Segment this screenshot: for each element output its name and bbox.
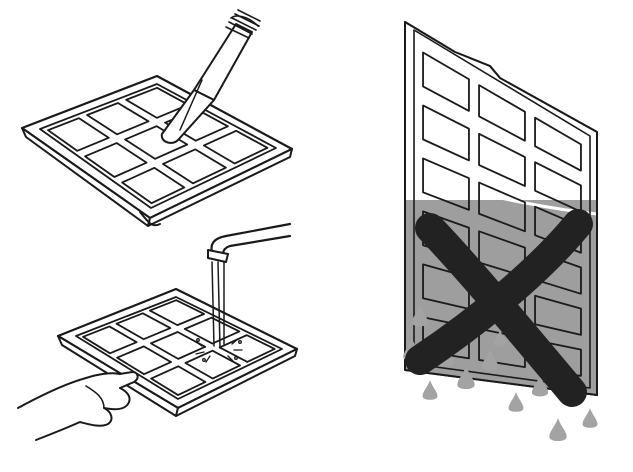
filter-cell xyxy=(124,125,189,160)
water-drop-icon xyxy=(549,418,567,442)
filter-cell xyxy=(148,299,205,327)
filter-cell xyxy=(116,345,172,376)
water-drop-icon xyxy=(457,366,475,390)
filter-frame-rinse xyxy=(56,287,299,417)
filter-cell xyxy=(422,157,470,211)
water-drop-icon xyxy=(508,392,524,412)
water-drop-icon xyxy=(411,305,429,327)
filter-grid-rinse xyxy=(82,299,276,396)
filter-cell xyxy=(115,312,172,341)
panel-vacuum-clean xyxy=(20,9,294,227)
vacuum-nozzle-icon xyxy=(160,9,261,144)
filter-cell xyxy=(86,102,150,136)
filter-cell xyxy=(84,142,148,178)
water-drop-icon xyxy=(422,380,438,400)
filter-cell xyxy=(184,349,241,380)
filter-cell xyxy=(422,104,470,162)
filter-cell xyxy=(478,132,526,187)
filter-cell xyxy=(534,294,582,336)
cross-mark-icon xyxy=(405,209,593,407)
water-drop-icon xyxy=(531,375,549,397)
hand-icon xyxy=(17,371,139,441)
filter-cell xyxy=(534,116,582,172)
water-tap-icon xyxy=(195,222,292,363)
water-drop-icon xyxy=(582,408,598,428)
filter-cell xyxy=(150,331,207,360)
panel-soak-filter-prohibited xyxy=(403,21,599,442)
filter-cell xyxy=(422,51,470,112)
filter-cell xyxy=(478,84,526,142)
filter-cell xyxy=(203,129,269,165)
water-drop-icon xyxy=(493,330,507,347)
filter-cell xyxy=(162,148,227,185)
filter-cell xyxy=(478,181,526,233)
filter-cell xyxy=(150,365,207,396)
panel-rinse-under-tap xyxy=(17,222,299,441)
filter-cell xyxy=(121,166,186,205)
water-drop-icon xyxy=(481,349,499,371)
filter-frame xyxy=(20,74,294,227)
filter-cell xyxy=(82,325,138,355)
filter-cell xyxy=(47,117,110,152)
filter-cell xyxy=(183,316,241,345)
